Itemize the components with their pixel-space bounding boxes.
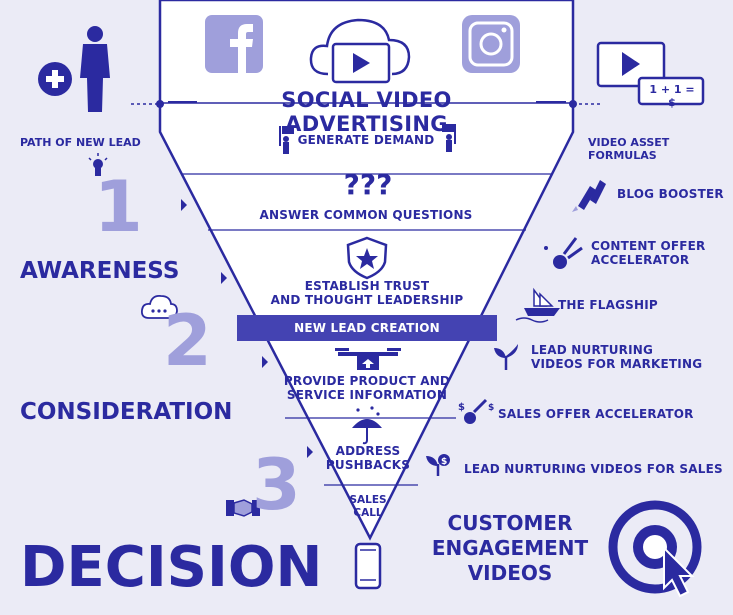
stage-decision: DECISION: [20, 535, 323, 600]
stage-number-2: 2: [163, 300, 212, 382]
handshake-icon: [226, 499, 260, 517]
cta-engagement: ENGAGEMENT: [431, 536, 589, 560]
step-call: CALL: [353, 507, 383, 519]
sprout-icon: [494, 344, 518, 370]
step-question-marks: ???: [343, 168, 393, 201]
formula-badge: 1 + 1 = $: [649, 83, 695, 109]
speech-cloud-icon: [140, 295, 178, 319]
item-content-offer-line2: ACCELERATOR: [591, 253, 690, 267]
step-thought-leadership: AND THOUGHT LEADERSHIP: [270, 293, 464, 307]
video-asset-formulas-label: VIDEO ASSET FORMULAS: [588, 136, 670, 162]
svg-text:$: $: [458, 402, 465, 413]
facebook-icon: [205, 15, 263, 73]
step-generate-demand: GENERATE DEMAND: [297, 133, 435, 147]
arrow-tick: [221, 272, 227, 284]
stage-number-1: 1: [94, 166, 143, 248]
stage-consideration: CONSIDERATION: [20, 399, 233, 425]
target-click-icon: [608, 500, 702, 598]
step-product-info-line1: PROVIDE PRODUCT AND: [283, 374, 451, 388]
item-lead-nurturing-marketing-line2: VIDEOS FOR MARKETING: [531, 357, 703, 371]
step-product-info-line2: SERVICE INFORMATION: [286, 388, 448, 402]
rocket-icon: [572, 180, 606, 212]
arrow-tick: [181, 199, 187, 211]
video-formula-icon: [596, 41, 705, 106]
item-sales-offer-accelerator: SALES OFFER ACCELERATOR: [498, 407, 694, 421]
item-content-offer-line1: CONTENT OFFER: [591, 239, 706, 253]
new-lead-creation-band-label: NEW LEAD CREATION: [294, 321, 440, 335]
lightbulb-icon: [88, 153, 108, 176]
cta-videos: VIDEOS: [467, 561, 553, 585]
stage-number-3: 3: [252, 444, 301, 526]
arrow-tick: [307, 446, 313, 458]
step-address: ADDRESS: [335, 444, 401, 458]
item-flagship: THE FLAGSHIP: [558, 298, 658, 312]
drone-delivery-icon: [335, 348, 401, 370]
cloud-video-icon: [309, 18, 411, 84]
cta-customer: CUSTOMER: [447, 511, 573, 535]
step-pushbacks: PUSHBACKS: [325, 458, 411, 472]
umbrella-icon: [352, 406, 382, 445]
item-blog-booster: BLOG BOOSTER: [617, 187, 724, 201]
protest-icon-left: [279, 126, 294, 154]
step-sales: SALES: [349, 494, 387, 506]
comet-icon: [544, 237, 583, 269]
item-lead-nurturing-sales: LEAD NURTURING VIDEOS FOR SALES: [464, 462, 723, 476]
step-establish-trust: ESTABLISH TRUST: [304, 279, 430, 293]
svg-text:$: $: [441, 457, 447, 467]
stage-awareness: AWARENESS: [20, 258, 180, 284]
new-lead-band: [237, 315, 497, 341]
money-plant-icon: $: [426, 454, 450, 476]
protest-icon-right: [442, 124, 456, 152]
money-comet-icon: $ $: [458, 398, 494, 424]
item-lead-nurturing-marketing-line1: LEAD NURTURING: [531, 343, 654, 357]
page-title: SOCIAL VIDEO ADVERTISING: [281, 88, 452, 136]
ship-icon: [515, 287, 560, 323]
svg-text:$: $: [488, 403, 494, 413]
phone-icon: [354, 542, 382, 590]
step-answer-questions: ANSWER COMMON QUESTIONS: [259, 208, 473, 222]
add-person-icon: [38, 26, 110, 112]
instagram-icon: [462, 15, 520, 73]
arrow-tick: [262, 356, 268, 368]
path-of-new-lead-label: PATH OF NEW LEAD: [20, 136, 141, 149]
shield-star-icon: [346, 236, 388, 280]
